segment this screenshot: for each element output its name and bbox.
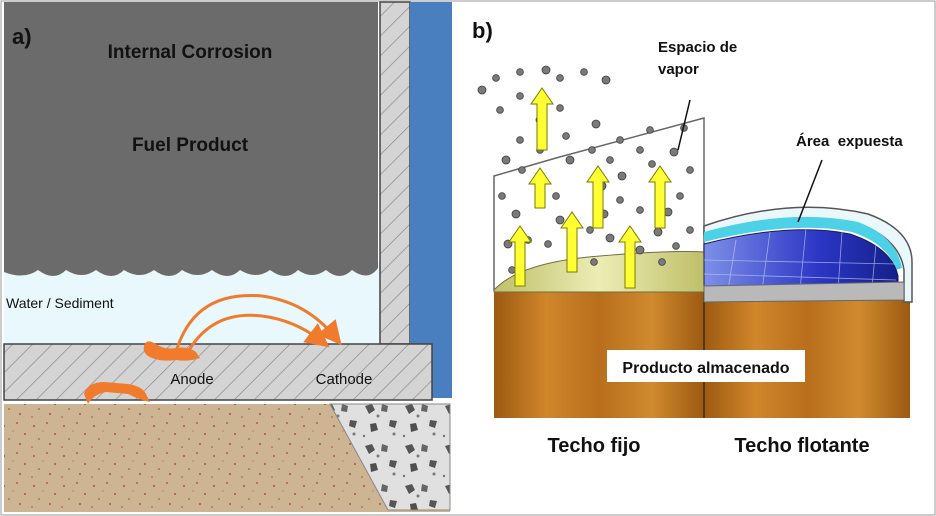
current-arrow-outer <box>174 293 342 353</box>
vapor-droplet <box>635 245 645 255</box>
panel-b: b) Espacio de vapor Área expuesta Produc… <box>472 18 913 457</box>
vapor-droplet <box>658 258 666 266</box>
concrete-foundation <box>329 403 451 511</box>
panel-divider <box>456 0 464 516</box>
vapor-arrow <box>560 211 584 273</box>
vapor-arrows <box>508 87 672 289</box>
vapor-droplet <box>492 74 500 82</box>
vapor-droplet <box>616 136 624 144</box>
vapor-droplet <box>501 155 511 165</box>
vapor-droplet <box>591 119 601 129</box>
panel-b-tag: b) <box>472 18 493 43</box>
anode-label: Anode <box>170 371 213 388</box>
vapor-droplet <box>672 242 680 250</box>
vapor-droplet <box>498 192 506 200</box>
corrosion-pit-top <box>143 341 200 361</box>
water-sediment-label: Water / Sediment <box>6 295 114 311</box>
vapor-droplet <box>636 146 644 154</box>
vapor-droplet <box>669 147 679 157</box>
internal-corrosion-title: Internal Corrosion <box>108 42 273 63</box>
vapor-arrow <box>528 167 552 209</box>
vapor-space-label-line2: vapor <box>658 61 699 78</box>
vapor-droplet <box>606 156 614 164</box>
vapor-droplet <box>562 132 570 140</box>
vapor-droplet <box>586 226 594 234</box>
vapor-droplet <box>588 146 596 154</box>
vapor-arrow <box>530 87 554 151</box>
fuel-product <box>4 2 378 276</box>
vapor-arrow <box>618 225 642 289</box>
exposed-leader-line <box>797 159 823 223</box>
exposed-area-band <box>704 216 902 270</box>
floating-roof-rim <box>703 281 905 303</box>
vapor-droplet <box>541 65 551 75</box>
fuel-product-label: Fuel Product <box>132 135 249 156</box>
vapor-droplet <box>556 74 564 82</box>
floating-roof-grid <box>703 227 897 291</box>
vapor-droplet <box>511 209 521 219</box>
vapor-arrow <box>648 165 672 229</box>
exterior-coating <box>410 2 452 398</box>
vapor-droplet <box>686 166 694 174</box>
fixed-roof-label: Techo fijo <box>548 435 641 457</box>
stored-product-label: Producto almacenado <box>622 360 789 377</box>
vapor-droplet <box>516 92 524 100</box>
vapor-droplet <box>646 126 654 134</box>
vapor-droplet <box>555 215 565 225</box>
vapor-droplet <box>617 171 627 181</box>
vapor-droplet <box>552 192 560 200</box>
vapor-droplet <box>636 206 644 214</box>
vapor-droplet <box>616 196 624 204</box>
floating-roof-label: Techo flotante <box>734 435 869 457</box>
vapor-droplet <box>653 227 663 237</box>
vapor-droplet <box>676 192 684 200</box>
vapor-arrow <box>508 225 532 287</box>
product-label-box <box>607 350 805 382</box>
vapor-arrow <box>586 165 610 229</box>
tank-wall <box>379 1 411 345</box>
vapor-droplet <box>556 104 564 112</box>
vapor-droplet <box>508 266 516 274</box>
vapor-droplet <box>605 233 615 243</box>
vapor-leader-line <box>677 99 691 151</box>
vapor-droplets <box>477 65 694 274</box>
panel-a-tag: a) <box>12 24 32 49</box>
cathode-label: Cathode <box>316 371 373 388</box>
vapor-space-label-line1: Espacio de <box>658 39 737 56</box>
vapor-droplet <box>544 240 552 248</box>
vapor-droplet <box>565 155 575 165</box>
vapor-droplet <box>496 106 504 114</box>
vapor-droplet <box>648 160 656 168</box>
corrosion-pit-bottom <box>84 382 150 404</box>
vapor-droplet <box>477 85 487 95</box>
current-arrow-inner <box>186 313 330 353</box>
vapor-droplet <box>516 136 524 144</box>
vapor-droplet <box>580 68 588 76</box>
exposed-area-label: Área expuesta <box>796 133 903 150</box>
vapor-droplet <box>686 226 694 234</box>
vapor-droplet <box>516 68 524 76</box>
vapor-droplet <box>590 258 598 266</box>
vapor-droplet <box>601 75 611 85</box>
panel-a: a) Internal Corrosion Fuel Product Water… <box>3 1 452 512</box>
tank-floor <box>3 343 433 401</box>
vapor-droplet <box>518 166 526 174</box>
